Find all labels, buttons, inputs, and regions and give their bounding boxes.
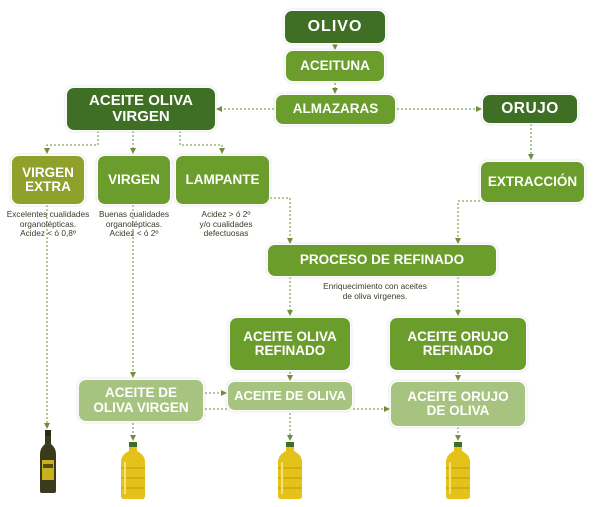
node-olivo: OLIVO <box>285 11 385 43</box>
node-lampante: LAMPANTE <box>176 156 269 204</box>
node-virgen: VIRGEN <box>98 156 170 204</box>
node-aceite-oliva-virgen: ACEITE OLIVA VIRGEN <box>67 88 215 130</box>
plastic-bottle-icon <box>278 442 302 499</box>
glass-bottle-icon <box>40 430 56 493</box>
note-lampante: Acidez > ó 2º y/o cualidades defectuosas <box>199 209 253 239</box>
plastic-bottle-icon <box>446 442 470 499</box>
node-almazaras: ALMAZARAS <box>276 95 395 124</box>
node-aceite-orujo-refinado: ACEITE ORUJO REFINADO <box>390 318 526 370</box>
node-aceite-de-oliva: ACEITE DE OLIVA <box>228 382 352 410</box>
node-aceite-oliva-virgen-final: ACEITE DE OLIVA VIRGEN <box>79 380 203 421</box>
node-proceso-refinado: PROCESO DE REFINADO <box>268 245 496 276</box>
node-aceituna: ACEITUNA <box>286 51 384 81</box>
note-virgen: Buenas cualidades organolépticas. Acidez… <box>98 209 170 239</box>
node-orujo: ORUJO <box>483 95 577 123</box>
note-refinado: Enriquecimiento con aceites de oliva vir… <box>323 281 427 301</box>
note-virgen-extra: Excelentes cualidades organolépticas. Ac… <box>6 209 90 239</box>
node-virgen-extra: VIRGEN EXTRA <box>12 156 84 204</box>
node-aceite-orujo-de-oliva: ACEITE ORUJO DE OLIVA <box>391 382 525 426</box>
plastic-bottle-icon <box>121 442 145 499</box>
node-extraccion: EXTRACCIÓN <box>481 162 584 202</box>
node-aceite-oliva-refinado: ACEITE OLIVA REFINADO <box>230 318 350 370</box>
